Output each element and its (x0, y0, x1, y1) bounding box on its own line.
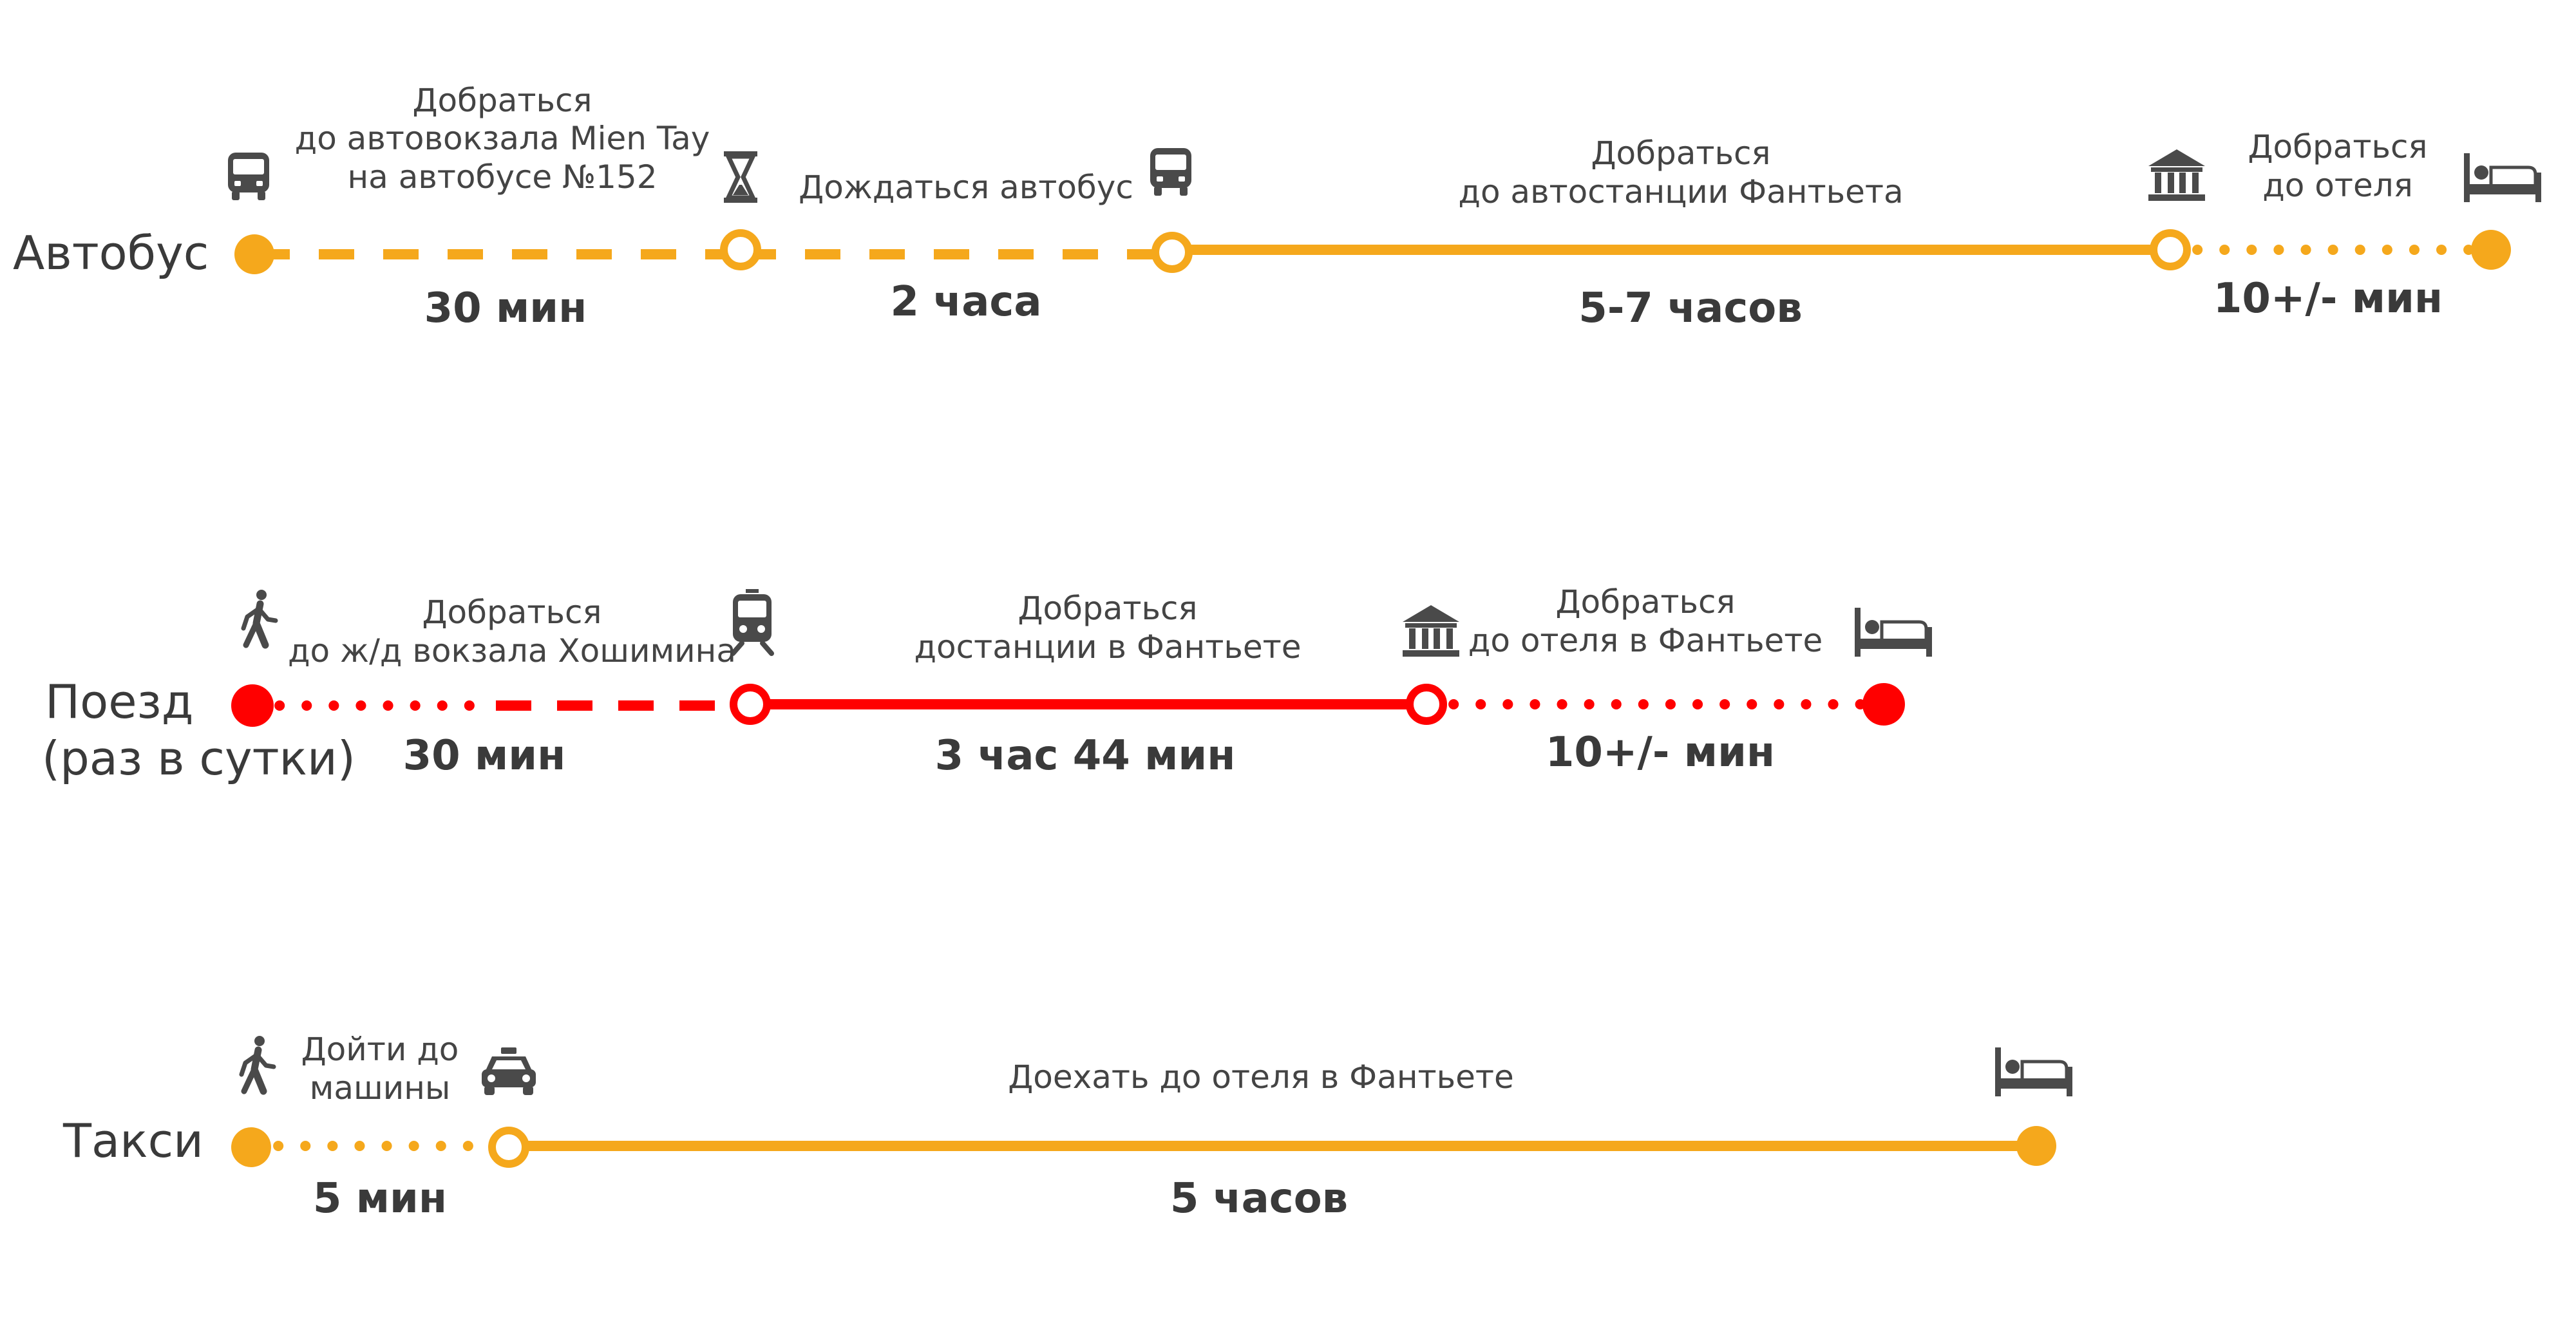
segment-duration: 5 часов (1170, 1175, 1348, 1223)
route-label-taxi: Такси (62, 1114, 204, 1168)
museum-icon (2148, 149, 2205, 201)
taxi-icon (482, 1047, 536, 1095)
segment-duration: 30 мин (403, 732, 566, 780)
stop-marker-start (231, 1127, 271, 1167)
segment-description: достанции в Фантьете (914, 628, 1301, 666)
segment-description: на автобусе №152 (347, 158, 657, 196)
stop-marker (488, 1127, 529, 1168)
segment-duration: 5 мин (313, 1175, 447, 1223)
segment-description: Дождаться автобус (799, 169, 1133, 206)
bus-icon (1150, 148, 1191, 196)
segment-description: до отеля в Фантьете (1468, 622, 1823, 659)
stop-marker (730, 684, 771, 725)
segment-description: Доехать до отеля в Фантьете (1008, 1058, 1514, 1096)
stop-marker (720, 229, 761, 270)
hourglass-icon (724, 151, 757, 203)
bed-icon (1855, 608, 1932, 657)
segment-description: до ж/д вокзала Хошимина (288, 632, 736, 670)
segment-duration: 3 час 44 мин (935, 732, 1236, 780)
bed-icon (1995, 1047, 2072, 1096)
stop-marker-end (2471, 230, 2511, 270)
stop-marker (2150, 229, 2191, 270)
stop-marker-end (2016, 1126, 2056, 1166)
stop-marker (1406, 684, 1447, 725)
route-label-train-note: (раз в сутки) (42, 731, 355, 785)
segment-description: машины (310, 1069, 451, 1107)
stop-marker-start (234, 234, 274, 274)
segment-duration: 30 мин (424, 285, 587, 332)
walking-person-icon (242, 1036, 274, 1091)
segment-description: до автостанции Фантьета (1458, 173, 1903, 211)
train-icon (733, 589, 772, 653)
museum-icon (1403, 605, 1459, 657)
segment-duration: 10+/- мин (2213, 275, 2443, 323)
route-label-train: Поезд (45, 675, 194, 729)
route-label-bus: Автобус (13, 226, 209, 280)
segment-description: Добраться (422, 594, 601, 631)
route-bus: Автобус Добраться до автовокзала Mien Ta… (13, 82, 2541, 332)
segment-description: до отеля (2262, 167, 2413, 204)
segment-description: Добраться (1555, 583, 1735, 621)
walking-person-icon (243, 590, 276, 645)
bus-icon (228, 153, 269, 200)
segment-duration: 2 часа (890, 278, 1041, 326)
segment-description: Дойти до (301, 1031, 459, 1068)
stop-marker (1151, 232, 1193, 273)
stop-marker-end (1862, 683, 1905, 726)
route-taxi: Такси Дойти до машины Доехать до отеля в… (62, 1031, 2072, 1223)
segment-duration: 10+/- мин (1546, 729, 1775, 776)
segment-description: Добраться (1018, 590, 1197, 627)
segment-duration: 5-7 часов (1578, 285, 1802, 332)
route-train: Поезд (раз в сутки) Добраться до ж/д вок… (42, 583, 1932, 785)
segment-description: Добраться (1591, 135, 1770, 172)
segment-description: до автовокзала Mien Tay (295, 120, 710, 157)
segment-description: Добраться (412, 82, 592, 119)
stop-marker-start (231, 684, 274, 727)
segment-description: Добраться (2248, 128, 2427, 165)
bed-icon (2464, 153, 2541, 202)
